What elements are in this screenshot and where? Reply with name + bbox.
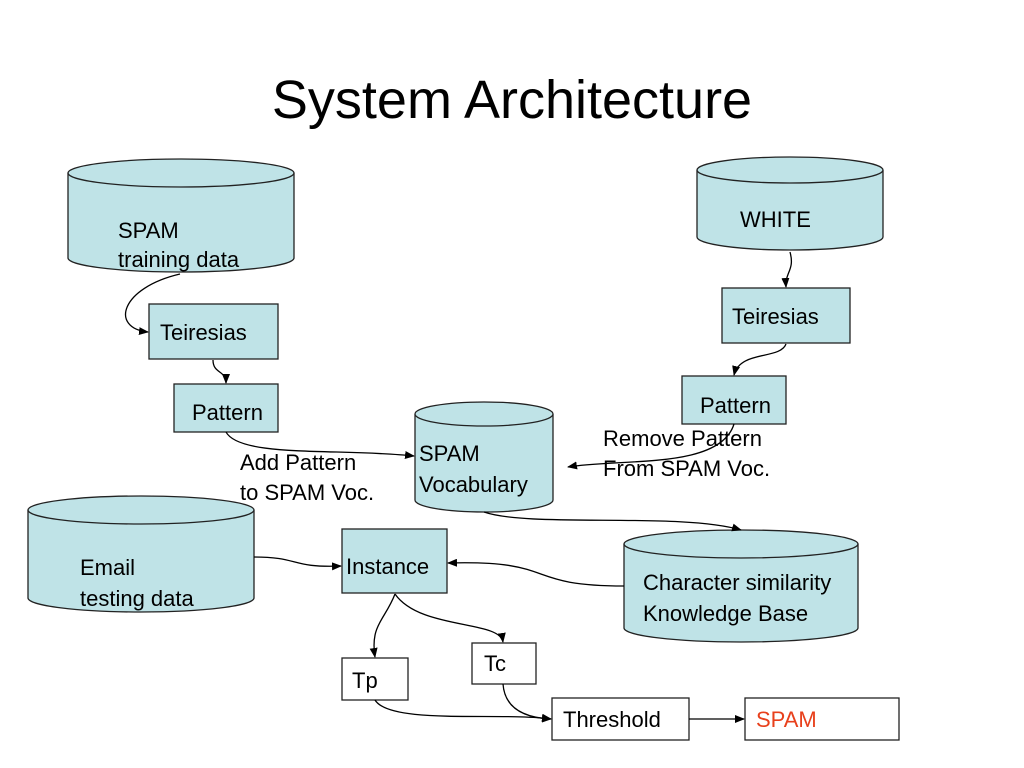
arrow-teiresias-to-pattern-right xyxy=(732,343,787,376)
pattern-right-label: Pattern xyxy=(700,393,771,418)
spam-vocabulary-cylinder: SPAM Vocabulary xyxy=(414,401,554,513)
spam-training-data-cylinder: SPAM training data xyxy=(67,158,295,273)
add-pattern-label-line2: to SPAM Voc. xyxy=(240,480,374,505)
instance-label: Instance xyxy=(346,554,429,579)
arrow-tc-to-threshold xyxy=(502,683,552,723)
arrow-tp-to-threshold xyxy=(374,699,552,722)
arrow-spam-training-to-teiresias xyxy=(124,273,181,336)
white-label: WHITE xyxy=(740,207,811,232)
arrow-instance-to-tp xyxy=(369,593,396,658)
threshold-label: Threshold xyxy=(563,707,661,732)
tp-label: Tp xyxy=(352,668,378,693)
white-cylinder: WHITE xyxy=(696,156,884,251)
char-kb-label-line1: Character similarity xyxy=(643,570,831,595)
arrow-teiresias-to-pattern-left xyxy=(212,359,230,384)
arrow-char-kb-to-instance xyxy=(447,558,625,587)
spam-output-box: SPAM xyxy=(744,697,900,741)
arrow-email-testing-to-instance xyxy=(253,556,342,571)
email-testing-data-cylinder: Email testing data xyxy=(27,495,255,613)
character-similarity-kb-cylinder: Character similarity Knowledge Base xyxy=(623,529,859,643)
pattern-left-box: Pattern xyxy=(173,383,279,433)
remove-pattern-label-line1: Remove Pattern xyxy=(603,426,762,451)
spam-output-label: SPAM xyxy=(756,707,817,732)
page-title: System Architecture xyxy=(272,70,752,130)
pattern-right-box: Pattern xyxy=(681,375,787,425)
pattern-left-label: Pattern xyxy=(192,400,263,425)
tc-label: Tc xyxy=(484,651,506,676)
teiresias-left-label: Teiresias xyxy=(160,320,247,345)
threshold-box: Threshold xyxy=(551,697,690,741)
char-kb-label-line2: Knowledge Base xyxy=(643,601,808,626)
add-pattern-label-line1: Add Pattern xyxy=(240,450,356,475)
spam-training-label-line2: training data xyxy=(118,247,240,272)
instance-box: Instance xyxy=(341,528,448,594)
teiresias-left-box: Teiresias xyxy=(148,303,279,360)
arrow-pattern-right-to-vocabulary xyxy=(567,423,735,470)
tp-box: Tp xyxy=(341,657,409,701)
arrow-white-to-teiresias xyxy=(781,251,792,288)
tc-box: Tc xyxy=(471,642,537,685)
spam-vocabulary-label-line1: SPAM xyxy=(419,441,480,466)
teiresias-right-label: Teiresias xyxy=(732,304,819,329)
teiresias-right-box: Teiresias xyxy=(721,287,851,344)
email-testing-label-line2: testing data xyxy=(80,586,195,611)
remove-pattern-label-line2: From SPAM Voc. xyxy=(603,456,770,481)
spam-vocabulary-label-line2: Vocabulary xyxy=(419,472,528,497)
arrow-instance-to-tc xyxy=(394,593,506,643)
arrow-vocabulary-to-char-kb xyxy=(483,511,742,532)
spam-training-label-line1: SPAM xyxy=(118,218,179,243)
arrow-pattern-left-to-vocabulary xyxy=(225,431,415,460)
email-testing-label-line1: Email xyxy=(80,555,135,580)
